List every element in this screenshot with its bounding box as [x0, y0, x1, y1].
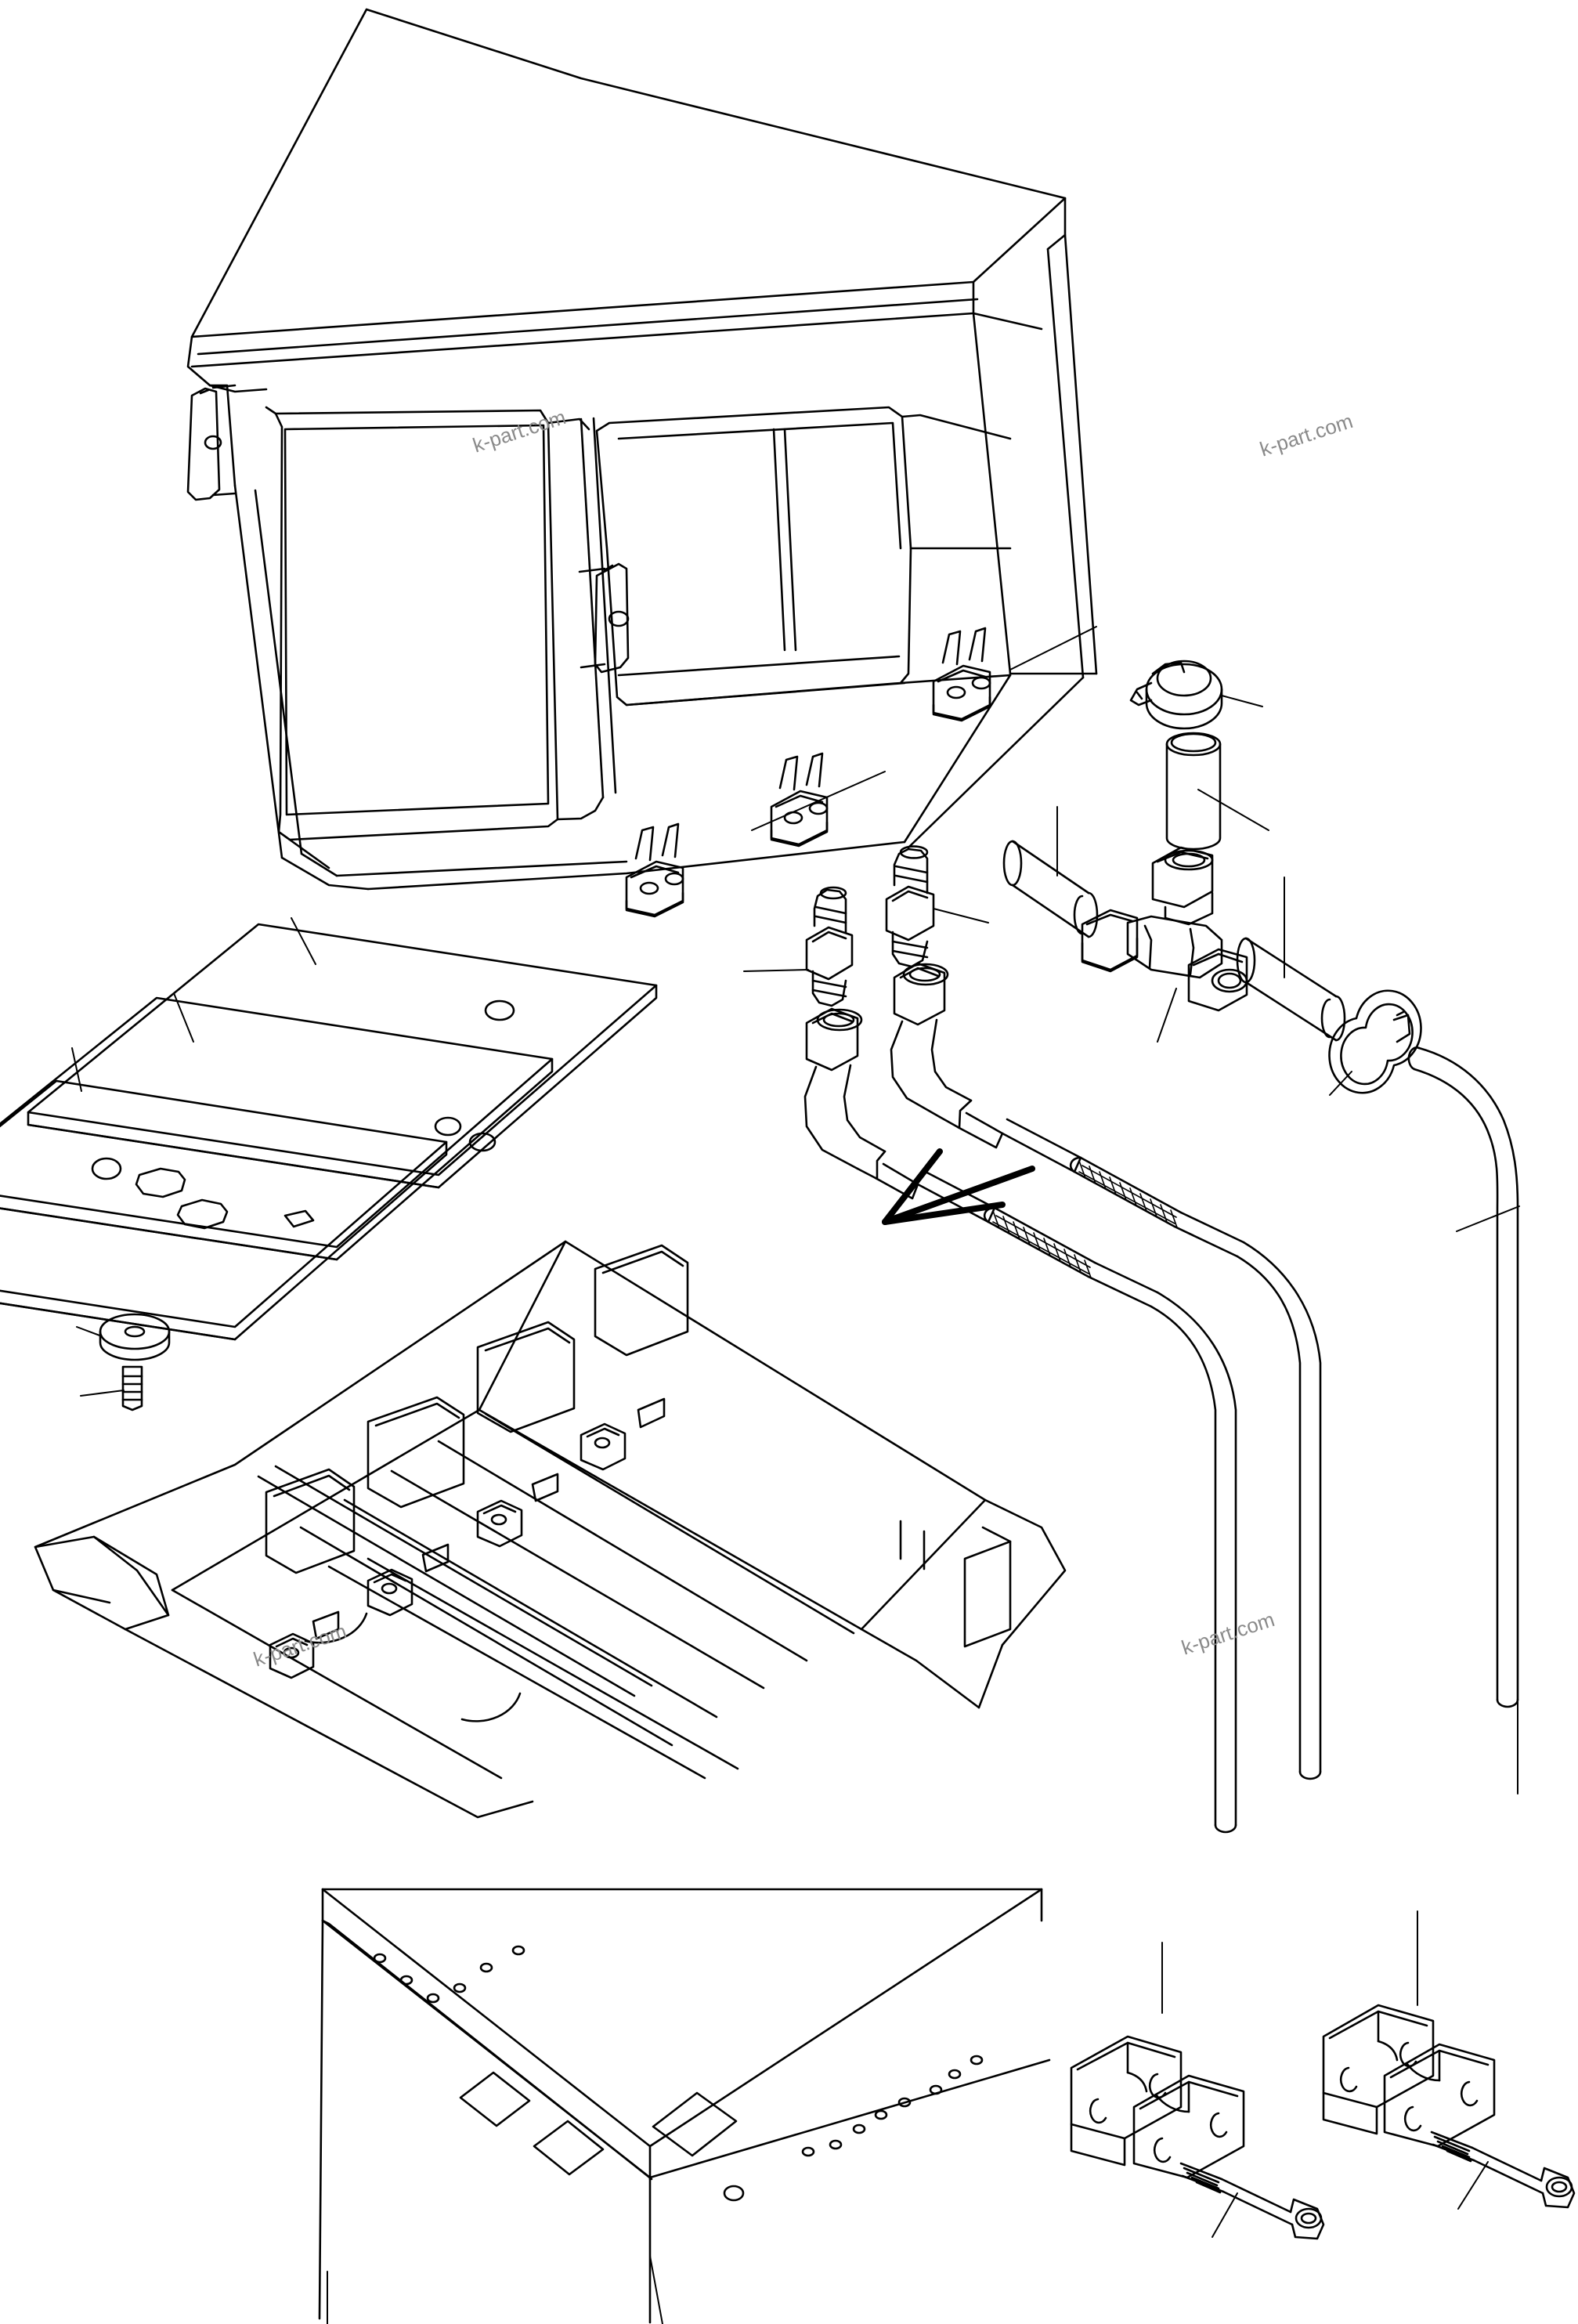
cab-assembly: [186, 8, 1098, 891]
threaded-stud: [80, 1365, 143, 1411]
cab-mount-bracket-3: [625, 822, 684, 918]
tee-fitting: [1081, 846, 1248, 1043]
floor-frame: [34, 1240, 1067, 1819]
tube-stub-right: [1236, 876, 1346, 1042]
hose-clamp-1: [1129, 660, 1263, 730]
rubber-sleeve: [1165, 732, 1269, 851]
shim-plate-1: [0, 1079, 448, 1341]
hose-clamp-2: [1328, 989, 1422, 1096]
shim-plate-2: [0, 996, 554, 1261]
hydraulic-hose-2: [890, 962, 1245, 1258]
pipe-clamp-block-1: [1070, 2035, 1325, 2240]
cab-mount-bracket-1: [770, 752, 829, 848]
bent-pipe-right: [1407, 1046, 1520, 1708]
shim-plate-3: [27, 923, 658, 1189]
tube-stub-left: [1002, 806, 1099, 938]
cab-mount-bracket-2: [932, 627, 991, 722]
pipe-clamp-block-2: [1322, 2004, 1576, 2210]
bent-pipe-center: [1150, 1291, 1237, 1834]
adapter-fitting-2: [885, 845, 989, 968]
bent-pipe-left: [1236, 1241, 1322, 1780]
hydraulic-hose-1: [803, 1007, 1159, 1308]
adapter-fitting-1: [743, 886, 854, 1007]
floor-panel: [318, 1888, 1051, 2324]
flat-washer: [99, 1313, 171, 1361]
